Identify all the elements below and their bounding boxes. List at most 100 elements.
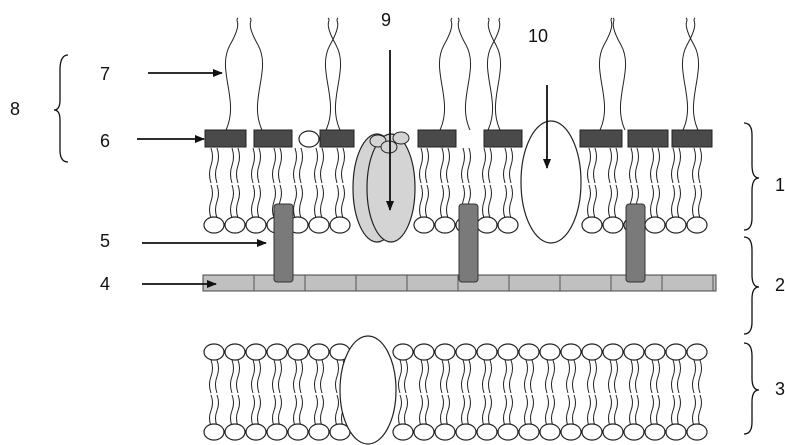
lipid-tail: [657, 148, 660, 183]
lipid-head: [561, 424, 581, 440]
label-7: 7: [100, 64, 110, 84]
lipid-head: [225, 424, 245, 440]
lipid-tail: [651, 395, 654, 426]
lipid-tail: [567, 395, 570, 426]
lipid-head: [603, 344, 623, 360]
lipid-tail: [237, 148, 240, 183]
lipid-head: [645, 217, 665, 233]
lipid-head: [309, 344, 329, 360]
lipid-tail: [489, 148, 492, 183]
lps-block: [320, 130, 354, 147]
lipid-head: [435, 424, 455, 440]
lipid-head: [435, 217, 455, 233]
lipid-tail: [252, 148, 255, 183]
lipid-tail: [447, 148, 450, 183]
lipid-head: [582, 217, 602, 233]
lipid-tail: [594, 395, 597, 426]
lipid-head: [204, 217, 224, 233]
lipid-tail: [468, 360, 471, 393]
lipid-tail: [462, 360, 465, 393]
lipid-tail: [216, 360, 219, 393]
lipid-tail: [273, 148, 276, 183]
lipid-head: [477, 344, 497, 360]
lipid-tail: [321, 185, 324, 218]
lipid-tail: [630, 395, 633, 426]
lipid-head: [561, 344, 581, 360]
lps-block: [628, 130, 668, 147]
lipid-tail: [237, 395, 240, 426]
lipid-tail: [546, 395, 549, 426]
lipid-tail: [699, 148, 702, 183]
lipid-tail: [462, 148, 465, 183]
lipid-tail: [336, 148, 339, 183]
lipid-tail: [693, 185, 696, 218]
lipid-tail: [468, 395, 471, 426]
lipid-tail: [441, 360, 444, 393]
lps-block: [484, 130, 522, 147]
lipid-tail: [609, 185, 612, 218]
lipid-tail: [699, 185, 702, 218]
lipid-tail: [258, 360, 261, 393]
lps-block: [254, 130, 292, 147]
polysaccharide-chain: [250, 18, 263, 130]
lipid-tail: [420, 395, 423, 426]
lipid-head: [246, 217, 266, 233]
lipid-tail: [609, 148, 612, 183]
lipid-head: [624, 344, 644, 360]
label-arrows: [137, 50, 547, 284]
lipid-tail: [258, 185, 261, 218]
lipid-tail: [447, 185, 450, 218]
lipid-tail: [609, 395, 612, 426]
lipid-head: [645, 344, 665, 360]
lipid-tail: [531, 395, 534, 426]
lipid-tail: [672, 185, 675, 218]
lipid-tail: [573, 360, 576, 393]
lipid-tail: [441, 395, 444, 426]
lipid-tail: [615, 148, 618, 183]
lipid-tail: [237, 360, 240, 393]
lipid-head: [435, 344, 455, 360]
label-1: 1: [775, 175, 785, 195]
lipid-tail: [504, 185, 507, 218]
lipid-tail: [399, 360, 402, 393]
lipid-tail: [315, 185, 318, 218]
lipid-tail: [210, 185, 213, 218]
lipid-tail: [657, 395, 660, 426]
lipid-tail: [300, 148, 303, 183]
label-9: 9: [381, 10, 391, 30]
lps-block: [418, 130, 456, 147]
lower-membrane-tails: [210, 360, 702, 426]
lipid-tail: [594, 185, 597, 218]
lipid-tail: [447, 395, 450, 426]
lipid-head: [687, 217, 707, 233]
lipid-tail: [693, 148, 696, 183]
label-3: 3: [775, 379, 785, 399]
lipid-tail: [483, 360, 486, 393]
lipid-tail: [321, 148, 324, 183]
lipid-head: [414, 424, 434, 440]
layer-braces: [54, 55, 759, 434]
lipid-tail: [615, 360, 618, 393]
lipid-tail: [636, 360, 639, 393]
lipid-tail: [546, 360, 549, 393]
label-2: 2: [775, 275, 785, 295]
lipid-tail: [672, 148, 675, 183]
lipid-head: [246, 424, 266, 440]
lipid-head: [299, 131, 319, 147]
polysaccharide-chains: [225, 18, 698, 130]
lipid-tail: [426, 185, 429, 218]
lipoprotein-rod: [274, 204, 293, 282]
lipid-tail: [426, 148, 429, 183]
lipid-tail: [273, 360, 276, 393]
lipid-tail: [231, 360, 234, 393]
lipid-tail: [489, 360, 492, 393]
lipid-tail: [294, 395, 297, 426]
lipid-tail: [504, 395, 507, 426]
lipid-tail: [678, 148, 681, 183]
lipid-tail: [273, 395, 276, 426]
lipid-tail: [531, 360, 534, 393]
lipoprotein-rods: [274, 204, 645, 282]
lipid-tail: [594, 148, 597, 183]
lipid-tail: [210, 148, 213, 183]
